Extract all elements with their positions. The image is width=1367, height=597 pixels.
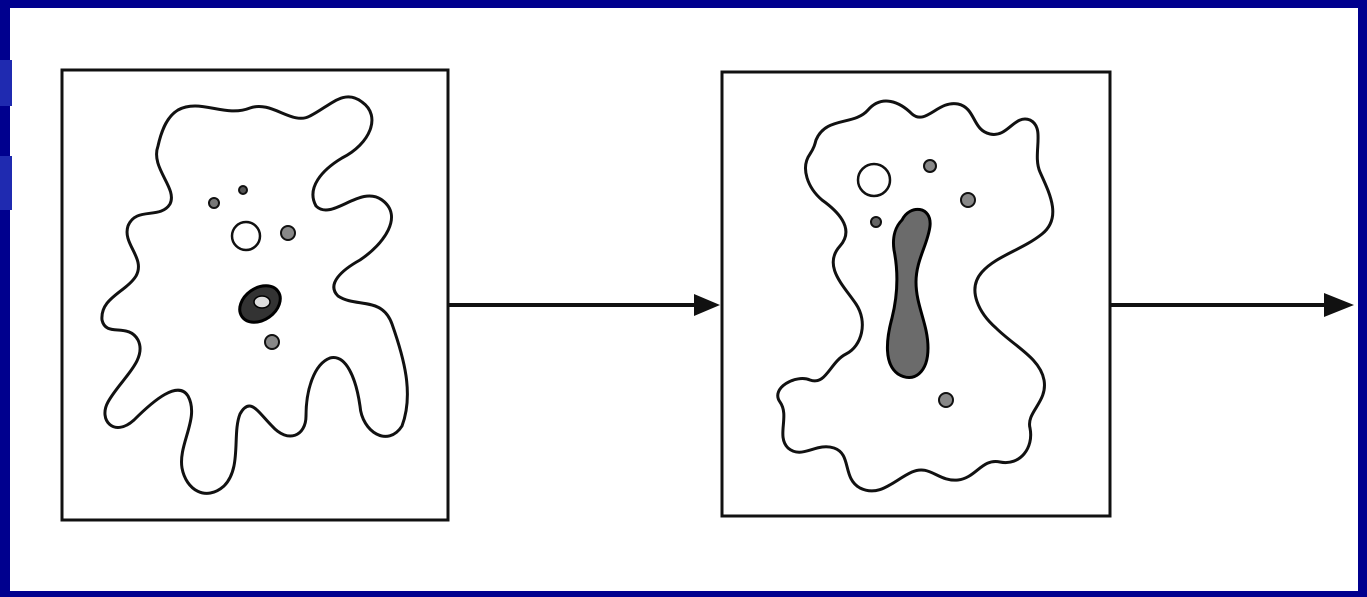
stage-2-granule xyxy=(923,159,937,173)
stage-2-frame xyxy=(720,70,1112,518)
stage-1-granule xyxy=(280,225,296,241)
stage-1-frame xyxy=(60,68,450,522)
stage-1-amoeba-outline xyxy=(100,95,409,495)
stage-2-granule xyxy=(960,192,976,208)
stage-2-granule xyxy=(938,392,954,408)
amoeba-division-diagram xyxy=(60,68,1354,522)
stage-2-vacuole xyxy=(856,162,892,198)
stage-1-granule xyxy=(208,197,220,209)
stage-1-granule xyxy=(264,334,280,350)
left-edge-fragment xyxy=(0,60,14,210)
stage-2-amoeba-outline xyxy=(776,99,1055,493)
stage-2-dividing-nucleus xyxy=(885,208,932,380)
arrow-1-head xyxy=(694,294,720,316)
stage-1-granule xyxy=(238,185,248,195)
stage-2-granule xyxy=(870,216,882,228)
diagram-panel xyxy=(10,8,1358,591)
stage-1-nucleolus xyxy=(253,295,271,309)
arrow-2-head xyxy=(1324,293,1354,317)
stage-1-vacuole xyxy=(230,220,262,252)
